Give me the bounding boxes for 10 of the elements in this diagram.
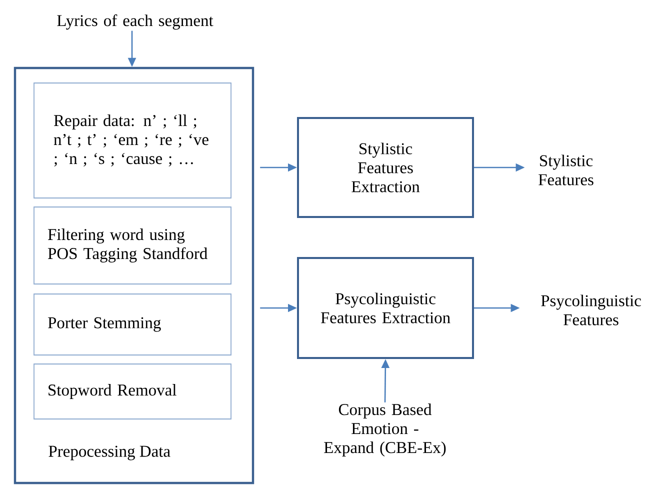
process-box: Psycolinguistic Features Extraction [297, 257, 474, 359]
step-box: Stopword Removal [34, 364, 232, 420]
text-label: Corpus Based Emotion - Expand (CBE-Ex) [324, 404, 446, 456]
text-label: Psycolinguistic Features [541, 294, 641, 326]
text-label: Stylistic Features [538, 154, 594, 186]
step-box: Filtering word using POS Tagging Standford [34, 206, 232, 284]
step-box: Repair data: n’ ; ‘ll ; n’t ; t’ ; ‘em ; ‘re ; ‘ve ; ‘n ; ‘s ; ‘cause ; … [34, 82, 232, 198]
text-label: Lyrics of each segment [57, 14, 214, 30]
step-box: Porter Stemming [34, 294, 232, 356]
process-box: Stylistic Features Extraction [297, 117, 474, 218]
